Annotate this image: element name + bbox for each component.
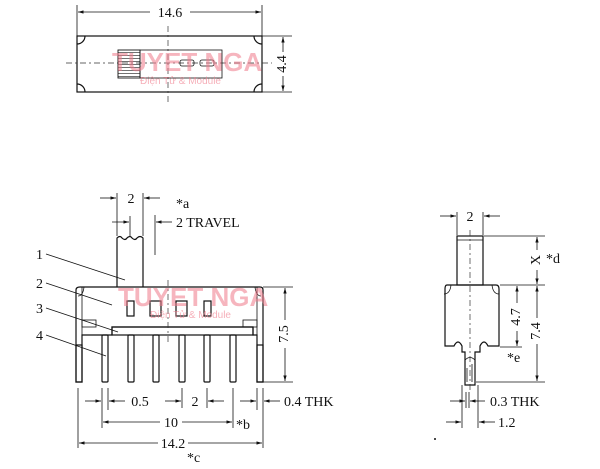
callout-1: 1: [36, 248, 43, 263]
actuator-width-dim: 2: [128, 192, 135, 207]
front-thickness-dim: 0.4 THK: [284, 395, 334, 410]
callout-2: 2: [36, 277, 43, 292]
contact-bar: [111, 326, 254, 336]
note-b: *b: [236, 418, 250, 433]
pin-pitch-dim: 2: [192, 395, 199, 410]
overall-width-dim: 14.2: [161, 437, 186, 452]
pins: [75, 334, 264, 383]
note-c: *c: [187, 451, 200, 466]
top-height-dim: 4.4: [275, 55, 290, 73]
watermark-brand: TUYET NGA: [112, 47, 262, 77]
pin-width-dim: 0.5: [131, 395, 149, 410]
body-height-dim: 4.7: [509, 308, 524, 326]
actuator-height-dim: X: [529, 255, 544, 265]
callout-4: 4: [36, 329, 43, 344]
watermark-tagline-2: Điện Tử & Module: [150, 309, 231, 321]
watermark-brand-2: TUYET NGA: [118, 282, 268, 312]
side-actuator-width-dim: 2: [467, 210, 474, 225]
overall-height-dim: 7.4: [529, 322, 544, 340]
side-thickness-dim: 0.3 THK: [490, 395, 540, 410]
callout-3: 3: [36, 302, 43, 317]
note-d: *d: [546, 252, 560, 267]
top-body-outline: [76, 35, 263, 93]
watermark-tagline: Điện Tử & Module: [140, 75, 221, 87]
side-view: 2 X *d 4.7 7.4 *e 0.3 THK 1.2: [434, 210, 560, 440]
note-e: *e: [507, 351, 520, 366]
note-a: *a: [176, 197, 190, 212]
side-body: [444, 284, 500, 386]
actuator: [116, 235, 144, 287]
travel-label: 2 TRAVEL: [176, 216, 240, 231]
top-width-dim: 14.6: [158, 6, 183, 21]
pin-span-dim: 10: [164, 416, 178, 431]
top-view: 14.6 4.4 TUYET NGA Điện Tử & Module: [66, 5, 292, 102]
front-view: 2 *a 2 TRAVEL 1 2: [36, 192, 334, 466]
front-height-dim: 7.5: [277, 325, 292, 343]
lead-offset-dim: 1.2: [498, 416, 516, 431]
